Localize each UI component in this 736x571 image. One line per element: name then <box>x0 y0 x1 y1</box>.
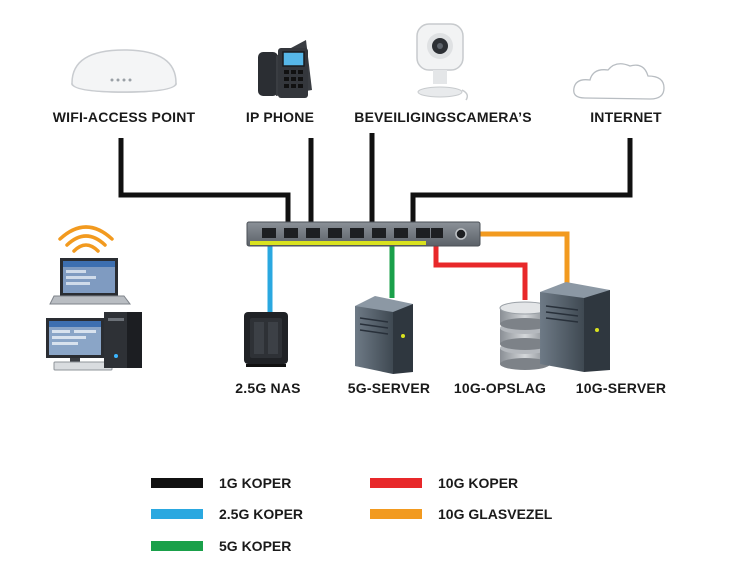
label-storage-10g: 10G-OPSLAG <box>453 380 547 396</box>
cables <box>118 133 633 312</box>
legend-label: 1G KOPER <box>219 475 292 491</box>
cable-wifi-ap <box>118 138 291 232</box>
legend-item-1g-copper: 1G KOPER <box>151 475 291 491</box>
nas-icon <box>244 312 288 367</box>
network-switch <box>246 221 481 247</box>
legend-label: 10G GLASVEZEL <box>438 506 553 522</box>
label-server-10g: 10G-SERVER <box>575 380 667 396</box>
ip-phone-icon <box>258 40 312 98</box>
legend-swatch <box>151 478 203 488</box>
legend-label: 10G KOPER <box>438 475 519 491</box>
wireless-clients <box>46 225 142 371</box>
cable-storage-10g <box>433 240 528 300</box>
security-camera-icon <box>416 23 469 101</box>
legend-swatch <box>370 478 422 488</box>
laptop-icon <box>49 258 131 305</box>
cable-server-10g <box>461 231 570 292</box>
cable-internet <box>410 138 633 232</box>
server-5g-icon <box>355 296 413 374</box>
label-server-5g: 5G-SERVER <box>347 380 431 396</box>
wifi-waves-icon <box>58 225 114 253</box>
legend-swatch <box>370 509 422 519</box>
legend-item-10g-fiber: 10G GLASVEZEL <box>370 506 552 522</box>
label-security-cameras: BEVEILIGINGSCAMERA’S <box>354 109 532 125</box>
legend-swatch <box>151 509 203 519</box>
wifi-access-point-icon <box>71 49 177 93</box>
legend-item-5g-copper: 5G KOPER <box>151 538 291 554</box>
legend-item-2-5g-copper: 2.5G KOPER <box>151 506 303 522</box>
desktop-computer-icon <box>46 312 142 371</box>
server-10g-icon <box>540 282 610 372</box>
cloud-icon <box>573 63 665 100</box>
storage-10g-icon <box>499 301 551 370</box>
label-ip-phone: IP PHONE <box>245 109 315 125</box>
legend-label: 2.5G KOPER <box>219 506 304 522</box>
label-internet: INTERNET <box>590 109 662 125</box>
legend-item-10g-copper: 10G KOPER <box>370 475 518 491</box>
label-wifi-access-point: WIFI-ACCESS POINT <box>52 109 196 125</box>
legend-swatch <box>151 541 203 551</box>
label-nas: 2.5G NAS <box>235 380 301 396</box>
legend-label: 5G KOPER <box>219 538 292 554</box>
